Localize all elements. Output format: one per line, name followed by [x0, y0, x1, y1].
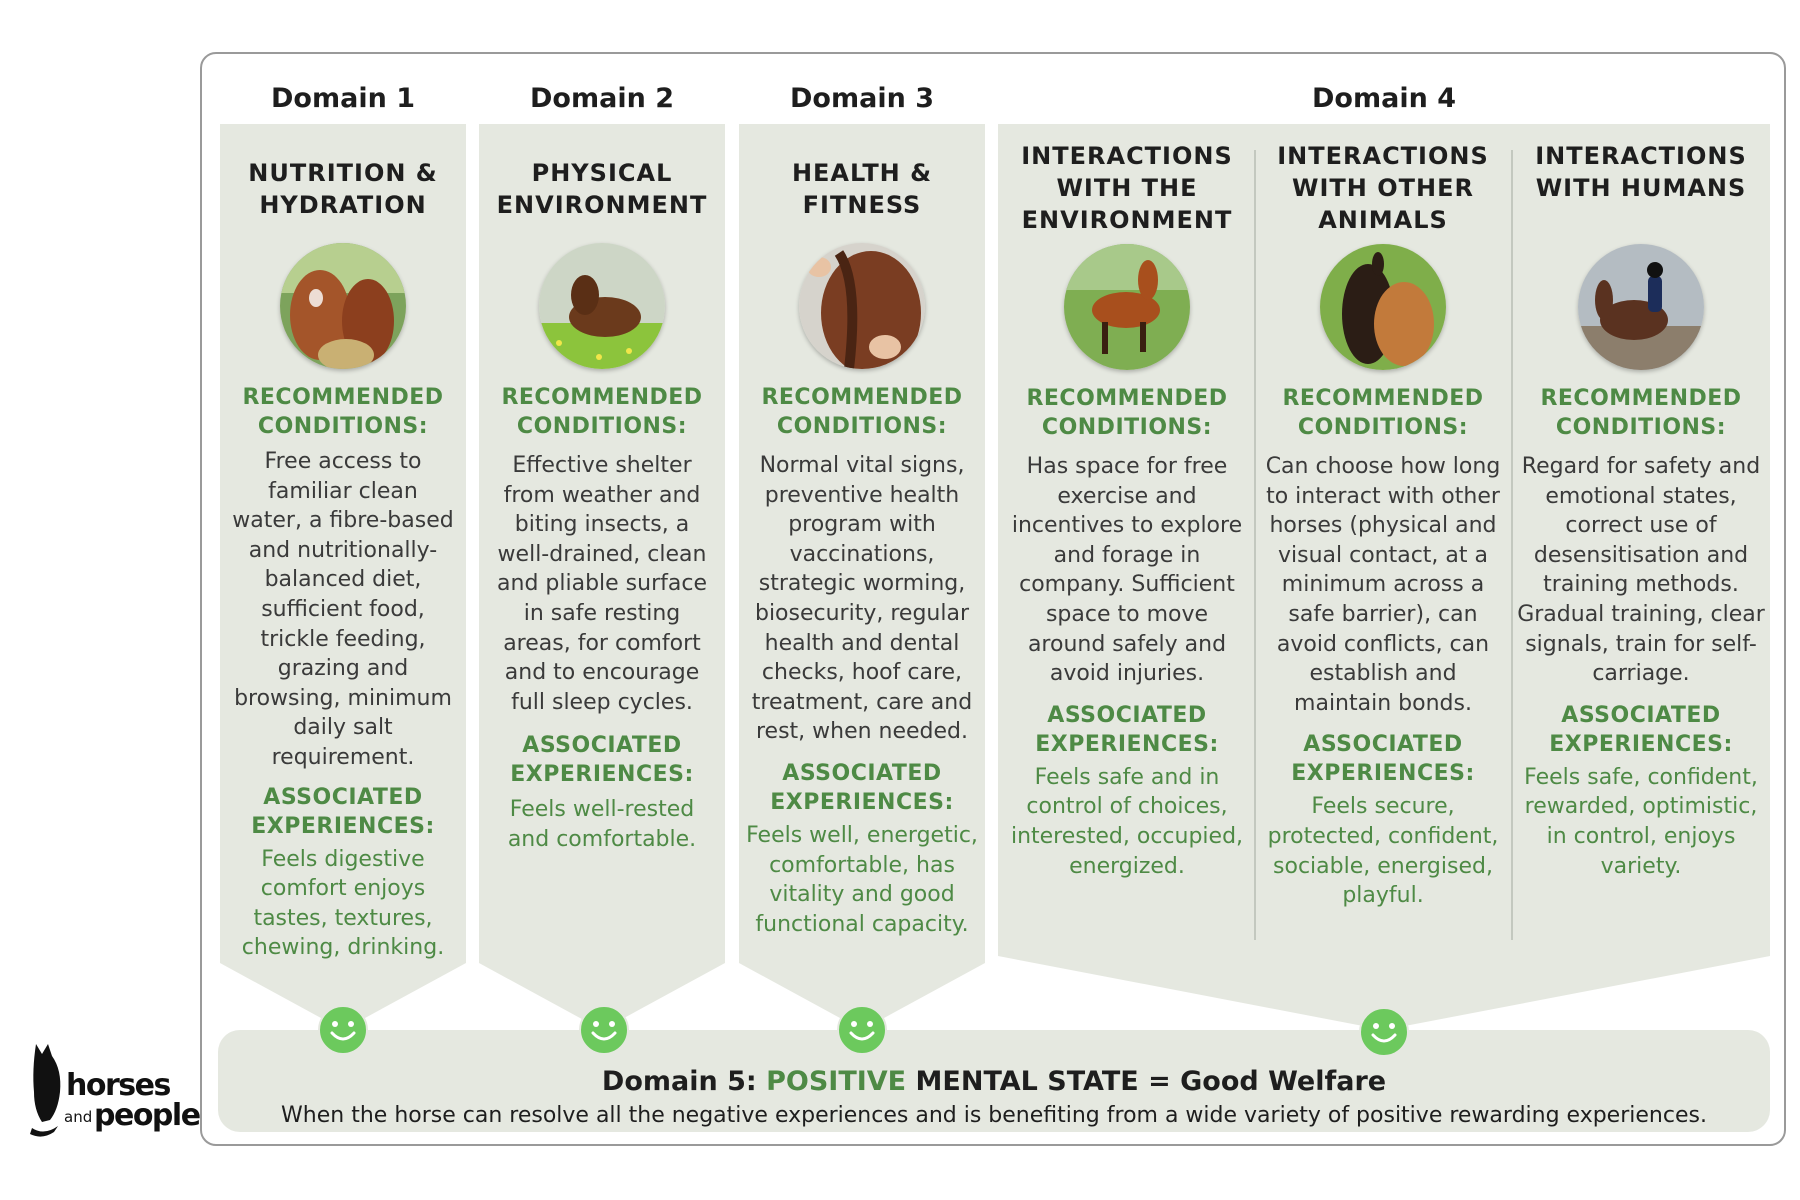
experiences-label: ASSOCIATED EXPERIENCES: [251, 784, 435, 839]
column-interactions-environment: INTERACTIONS WITH THE ENVIRONMENT RECOMM… [1004, 124, 1250, 881]
domain-5-heading: Domain 5: POSITIVE MENTAL STATE = Good W… [218, 1066, 1770, 1097]
experiences-label: ASSOCIATED EXPERIENCES: [1291, 732, 1475, 787]
experiences-label: ASSOCIATED EXPERIENCES: [770, 760, 954, 815]
logo-word-people: people [94, 1098, 201, 1133]
experiences-text: Feels safe, confident, rewarded, optimis… [1524, 764, 1758, 879]
domain-3-heading: Domain 3 [790, 83, 934, 114]
domain-4-panel [998, 124, 1770, 1030]
domain-1-panel [220, 124, 466, 1030]
horse-galloping-photo [1064, 244, 1190, 370]
domain-3-panel [739, 124, 985, 1030]
rider-on-horse-photo [1578, 244, 1704, 370]
domain-5-subtitle: When the horse can resolve all the negat… [281, 1103, 1707, 1128]
column-health-fitness: HEALTH & FITNESS RECOMMENDED CONDITIONS:… [745, 124, 979, 939]
conditions-label: RECOMMENDED CONDITIONS: [501, 385, 703, 439]
column-nutrition-hydration: NUTRITION & HYDRATION RECOMMENDED CONDIT… [228, 124, 458, 963]
conditions-label: RECOMMENDED CONDITIONS: [242, 385, 444, 439]
column-title: HEALTH & FITNESS [791, 159, 933, 219]
horses-and-people-logo: horses and people [28, 1040, 201, 1140]
conditions-text: Effective shelter from weather and bitin… [497, 453, 707, 715]
diagram-frame [200, 52, 1786, 1146]
column-interactions-humans: INTERACTIONS WITH HUMANS RECOMMENDED CON… [1516, 124, 1766, 881]
domain-2-panel [479, 124, 725, 1030]
horse-lying-in-grass-photo [539, 243, 665, 369]
column-title: PHYSICAL ENVIRONMENT [496, 159, 708, 219]
experiences-label: ASSOCIATED EXPERIENCES: [1035, 702, 1219, 757]
experiences-text: Feels secure, protected, confident, soci… [1267, 794, 1499, 909]
domain-4-divider-1 [1254, 150, 1256, 940]
conditions-text: Regard for safety and emotional states, … [1517, 454, 1765, 687]
logo-word-horses: horses [66, 1068, 171, 1103]
conditions-text: Has space for free exercise and incentiv… [1011, 454, 1243, 687]
experiences-label: ASSOCIATED EXPERIENCES: [1549, 702, 1733, 757]
domain-4-heading: Domain 4 [1312, 83, 1456, 114]
horse-head-icon [30, 1044, 61, 1137]
column-title: INTERACTIONS WITH OTHER ANIMALS [1277, 142, 1489, 234]
domain-1-heading: Domain 1 [271, 83, 415, 114]
column-interactions-animals: INTERACTIONS WITH OTHER ANIMALS RECOMMEN… [1259, 124, 1507, 911]
conditions-label: RECOMMENDED CONDITIONS: [1282, 386, 1484, 440]
column-title: NUTRITION & HYDRATION [248, 159, 438, 219]
smiley-icon [318, 1005, 368, 1055]
domain-5-positive: POSITIVE [766, 1066, 907, 1097]
two-horses-together-photo [1320, 244, 1446, 370]
conditions-text: Free access to familiar clean water, a f… [232, 449, 454, 770]
conditions-label: RECOMMENDED CONDITIONS: [1026, 386, 1228, 440]
conditions-label: RECOMMENDED CONDITIONS: [1540, 386, 1742, 440]
domain-5-rest: MENTAL STATE = Good Welfare [906, 1066, 1387, 1097]
domain-5-bar: Domain 5: POSITIVE MENTAL STATE = Good W… [218, 1030, 1770, 1132]
column-title: INTERACTIONS WITH THE ENVIRONMENT [1021, 142, 1233, 234]
smiley-icon [837, 1005, 887, 1055]
experiences-text: Feels well, energetic, comfortable, has … [746, 822, 978, 937]
smiley-icon [579, 1005, 629, 1055]
experiences-text: Feels digestive comfort enjoys tastes, t… [241, 846, 445, 961]
conditions-text: Normal vital signs, preventive health pr… [751, 453, 973, 745]
experiences-text: Feels well-rested and comfortable. [507, 797, 697, 852]
horses-eating-hay-photo [280, 243, 406, 369]
horse-health-check-photo [799, 243, 925, 369]
column-physical-environment: PHYSICAL ENVIRONMENT RECOMMENDED CONDITI… [487, 124, 717, 855]
conditions-text: Can choose how long to interact with oth… [1265, 454, 1501, 716]
conditions-label: RECOMMENDED CONDITIONS: [761, 385, 963, 439]
logo-word-and: and [64, 1108, 93, 1126]
smiley-icon [1359, 1007, 1409, 1057]
domain-2-heading: Domain 2 [530, 83, 674, 114]
domain-4-divider-2 [1511, 150, 1513, 940]
experiences-label: ASSOCIATED EXPERIENCES: [510, 733, 694, 788]
experiences-text: Feels safe and in control of choices, in… [1010, 764, 1244, 879]
domain-5-prefix: Domain 5: [601, 1066, 767, 1097]
column-title: INTERACTIONS WITH HUMANS [1535, 142, 1747, 202]
